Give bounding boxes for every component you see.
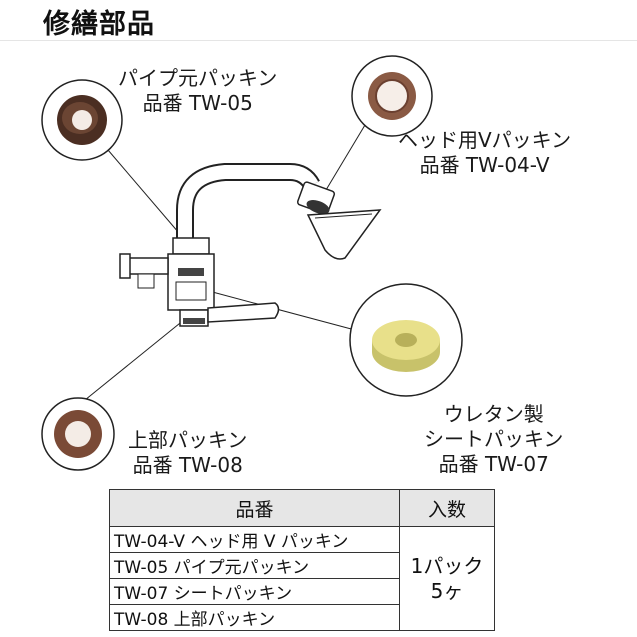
row-part-tw08: TW-08 上部パッキン [109, 604, 400, 631]
title-divider [0, 40, 637, 41]
faucet-diagram [41, 55, 463, 471]
quantity-cell: 1パック 5ヶ [399, 526, 495, 631]
row-part-tw07: TW-07 シートパッキン [109, 578, 400, 605]
part-image-tw05 [41, 79, 123, 161]
callout-tw04v-code: 品番 TW-04-V [419, 153, 550, 177]
callout-tw07-name-2: シートパッキン [424, 427, 564, 451]
part-image-tw08 [41, 397, 115, 471]
callout-tw05-code: 品番 TW-05 [142, 91, 253, 115]
table-row: TW-07 シートパッキン [109, 578, 495, 605]
callout-tw05-name: パイプ元パッキン [118, 66, 278, 90]
leader-line-seat [204, 289, 356, 331]
leader-line-top [84, 314, 191, 401]
page-title: 修繕部品 [43, 9, 155, 40]
table-row: TW-04-V ヘッド用 V パッキン 1パック 5ヶ [109, 526, 495, 631]
header-part-no: 品番 [109, 489, 400, 527]
part-image-tw04v [351, 55, 433, 137]
callout-tw07-name-1: ウレタン製 [443, 402, 544, 426]
callout-tw08: 上部パッキン 品番 TW-08 [128, 428, 247, 478]
table-header-row: 品番 入数 [109, 489, 495, 527]
callout-tw05: パイプ元パッキン 品番 TW-05 [118, 66, 277, 116]
leader-line-head [325, 119, 369, 191]
row-part-tw04v: TW-04-V ヘッド用 V パッキン [109, 526, 400, 553]
callout-tw04v-name: ヘッド用Vパッキン [398, 128, 572, 152]
callout-tw07: ウレタン製 シートパッキン 品番 TW-07 [424, 402, 563, 477]
callout-tw04v: ヘッド用Vパッキン 品番 TW-04-V [398, 128, 571, 178]
parts-table: 品番 入数 TW-04-V ヘッド用 V パッキン 1パック 5ヶ TW-05 … [109, 489, 495, 631]
part-image-tw07 [349, 283, 463, 397]
table-row: TW-08 上部パッキン [109, 604, 495, 631]
table-row: TW-05 パイプ元パッキン [109, 552, 495, 579]
row-part-tw05: TW-05 パイプ元パッキン [109, 552, 400, 579]
leader-line-pipe [107, 149, 186, 241]
quantity-line-2: 5ヶ [430, 578, 464, 603]
callout-tw08-code: 品番 TW-08 [132, 453, 243, 477]
quantity-line-1: 1パック [410, 553, 484, 578]
header-quantity: 入数 [399, 489, 495, 527]
callout-tw08-name: 上部パッキン [128, 428, 248, 452]
callout-tw07-code: 品番 TW-07 [438, 452, 549, 476]
faucet-illustration [119, 163, 382, 327]
